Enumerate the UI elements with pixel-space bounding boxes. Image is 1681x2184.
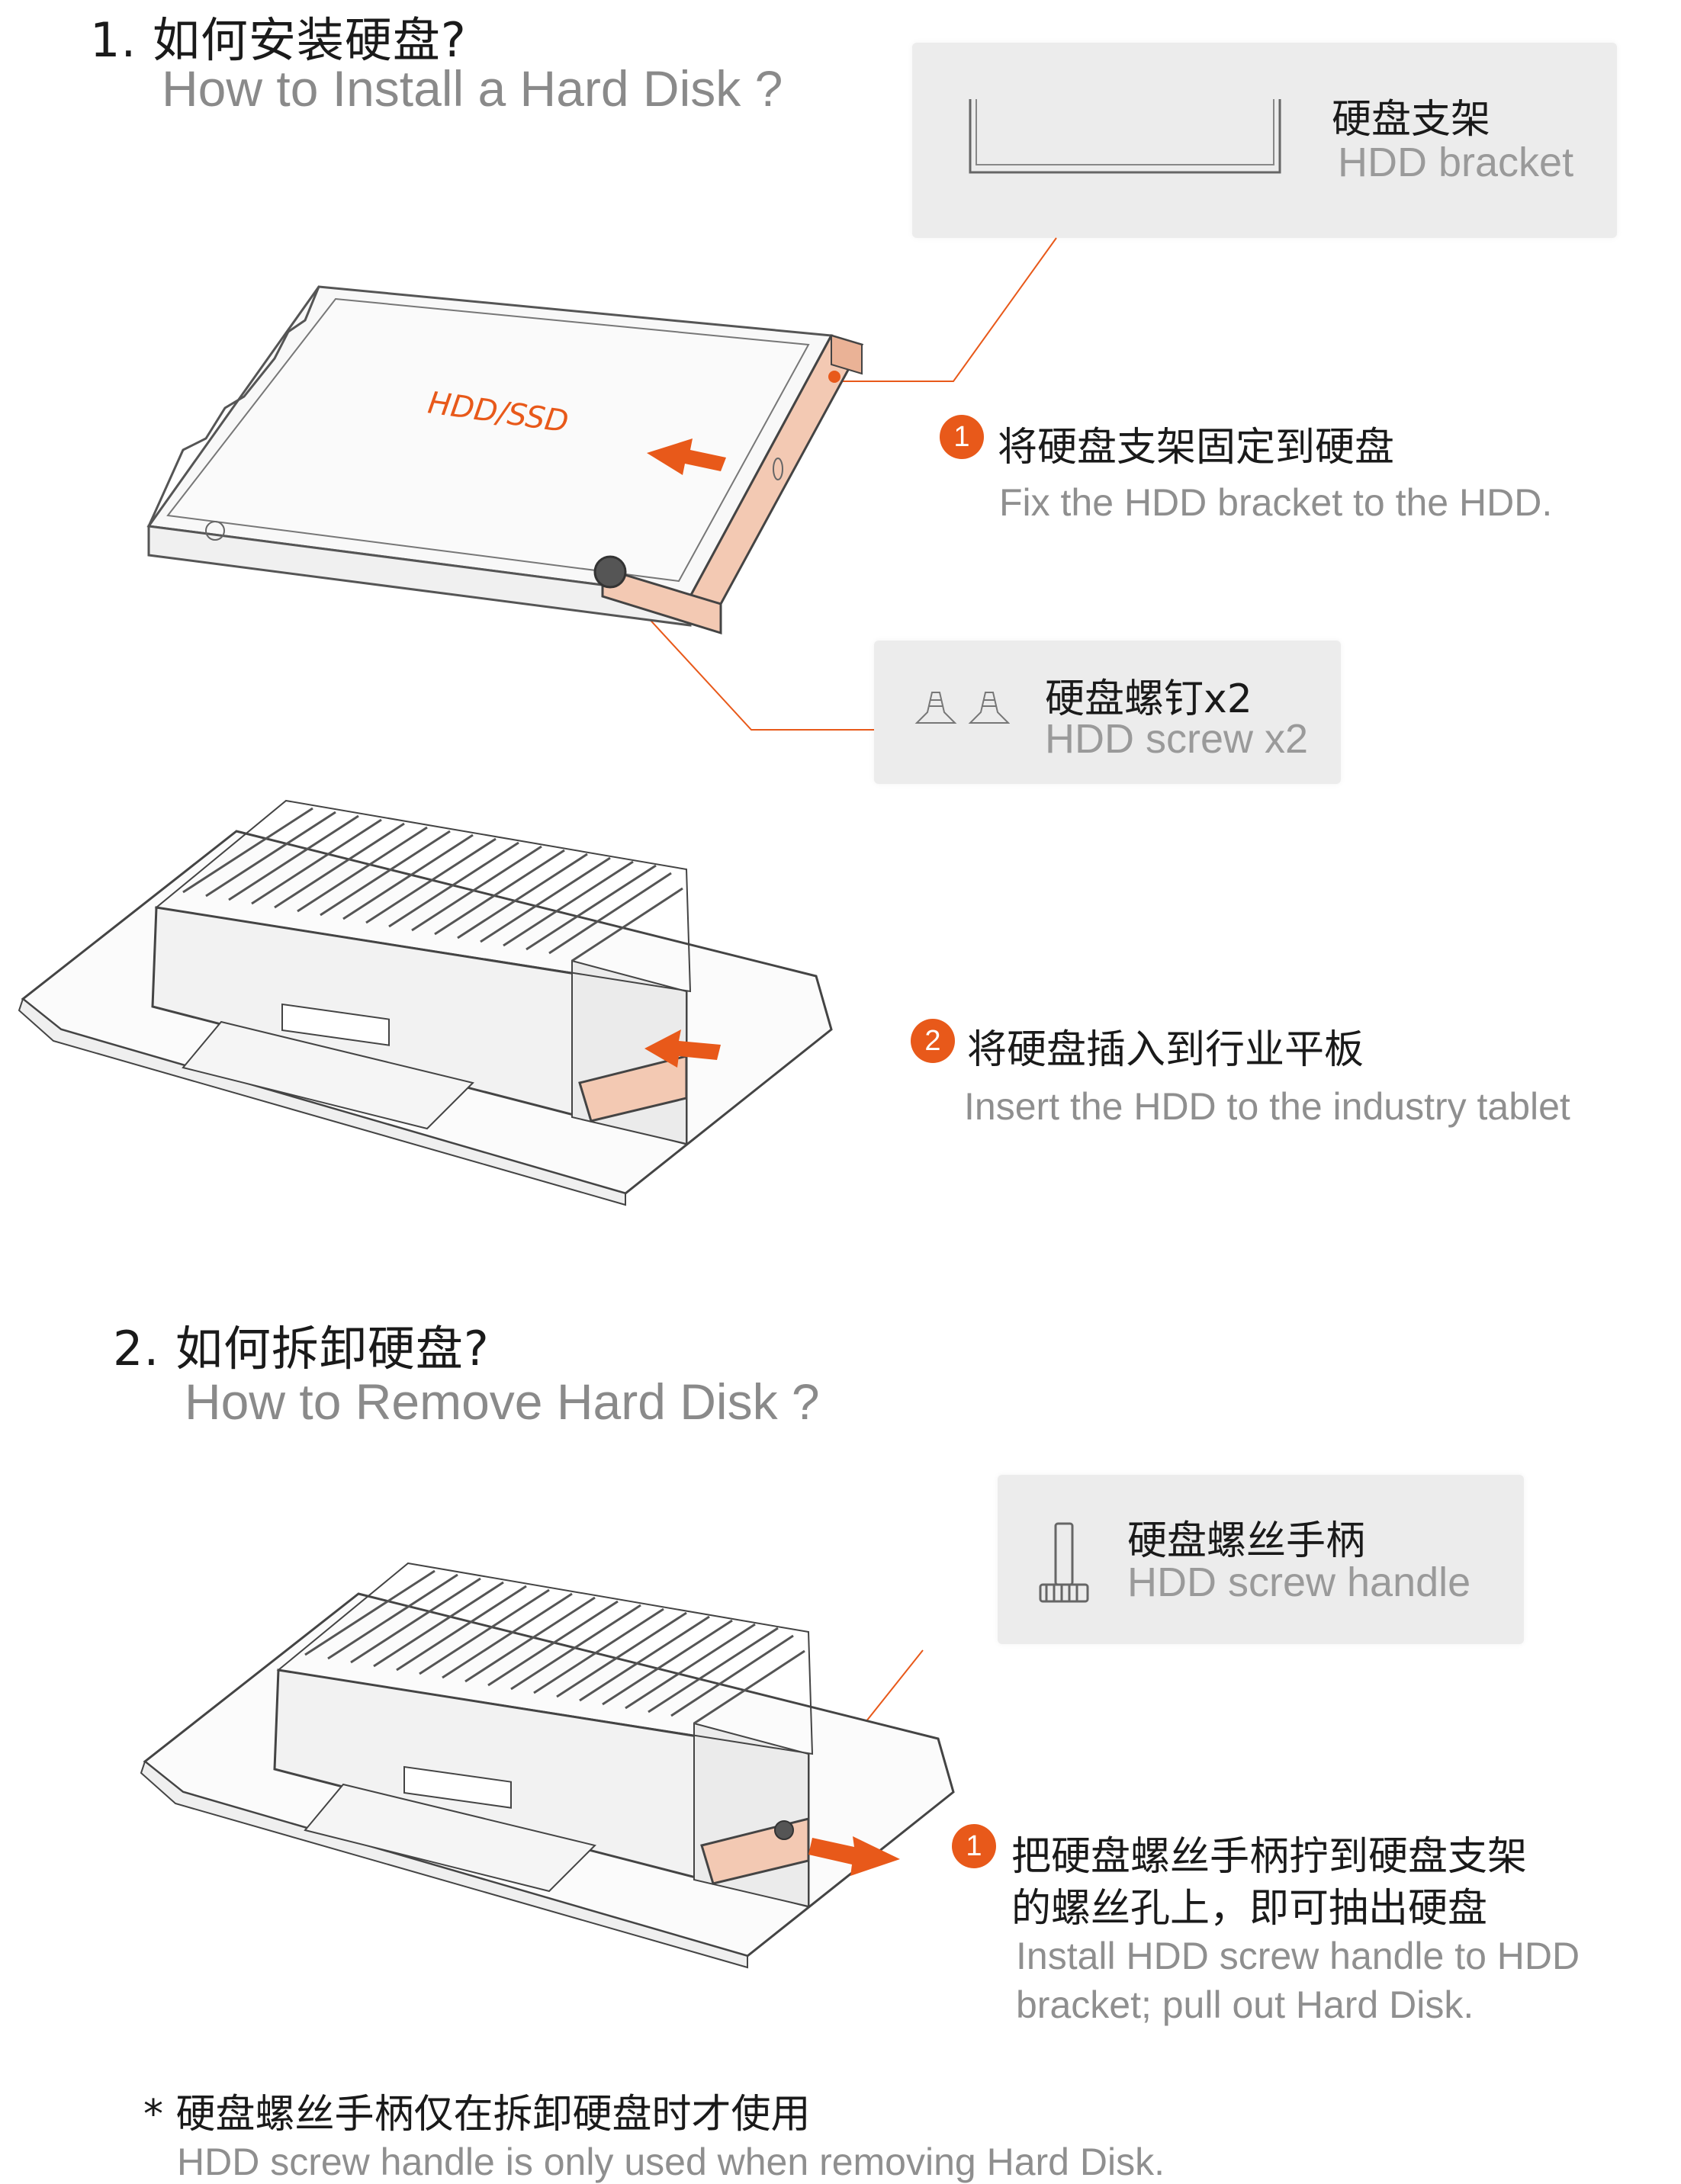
hdd-body	[146, 285, 834, 627]
screw-icon	[914, 692, 1010, 724]
screw-head-icon	[593, 555, 627, 589]
footnote-cn: * 硬盘螺丝手柄仅在拆卸硬盘时才使用	[143, 2092, 811, 2137]
handle-label-en: HDD screw handle	[1127, 1559, 1471, 1605]
insert-arrow-2-icon	[644, 1029, 721, 1068]
screw-handle-icon	[1039, 1522, 1089, 1603]
tablet-illustration-insert	[18, 799, 833, 1206]
screw-label-en: HDD screw x2	[1045, 716, 1309, 762]
step2-text-en: Insert the HDD to the industry tablet	[964, 1085, 1570, 1128]
remove-step-cn-line1: 把硬盘螺丝手柄拧到硬盘支架	[1011, 1834, 1528, 1880]
section1-title-cn: 1. 如何安装硬盘?	[90, 12, 467, 68]
bracket-leader-line	[831, 237, 1057, 382]
pull-arrow-icon	[808, 1836, 900, 1876]
section1-title-en: How to Install a Hard Disk ?	[162, 60, 783, 117]
hdd-screw-box: 硬盘螺钉x2 HDD screw x2	[874, 641, 1341, 784]
hdd-bracket-orange	[601, 334, 864, 635]
section2-title-en: How to Remove Hard Disk ?	[185, 1373, 820, 1430]
footnote-en: HDD screw handle is only used when remov…	[177, 2141, 1165, 2183]
step1-badge: 1	[940, 415, 984, 459]
remove-step-en-line2: bracket; pull out Hard Disk.	[1016, 1983, 1474, 2026]
remove-step-badge: 1	[952, 1824, 996, 1868]
bracket-icon	[969, 99, 1281, 174]
tablet-illustration-remove	[140, 1562, 955, 1969]
step2-text-cn: 将硬盘插入到行业平板	[967, 1027, 1364, 1073]
step1-text-cn: 将硬盘支架固定到硬盘	[998, 425, 1395, 471]
insert-arrow-icon	[647, 438, 726, 475]
bracket-label-en: HDD bracket	[1338, 140, 1574, 185]
bracket-label-cn: 硬盘支架	[1332, 97, 1491, 143]
screw-leader-line	[602, 567, 874, 731]
hdd-illustration: HDD/SSD	[146, 237, 1057, 731]
section2-title-cn: 2. 如何拆卸硬盘?	[113, 1321, 490, 1376]
step1-text-en: Fix the HDD bracket to the HDD.	[999, 481, 1553, 524]
hdd-screw-handle-box: 硬盘螺丝手柄 HDD screw handle	[998, 1475, 1524, 1644]
step2-badge: 2	[911, 1019, 955, 1063]
hdd-bracket-box: 硬盘支架 HDD bracket	[912, 43, 1617, 238]
remove-step-en-line1: Install HDD screw handle to HDD	[1016, 1935, 1580, 1977]
screw-label-cn: 硬盘螺钉x2	[1045, 676, 1252, 722]
handle-label-cn: 硬盘螺丝手柄	[1127, 1518, 1366, 1564]
remove-step-cn-line2: 的螺丝孔上，即可抽出硬盘	[1011, 1886, 1488, 1932]
